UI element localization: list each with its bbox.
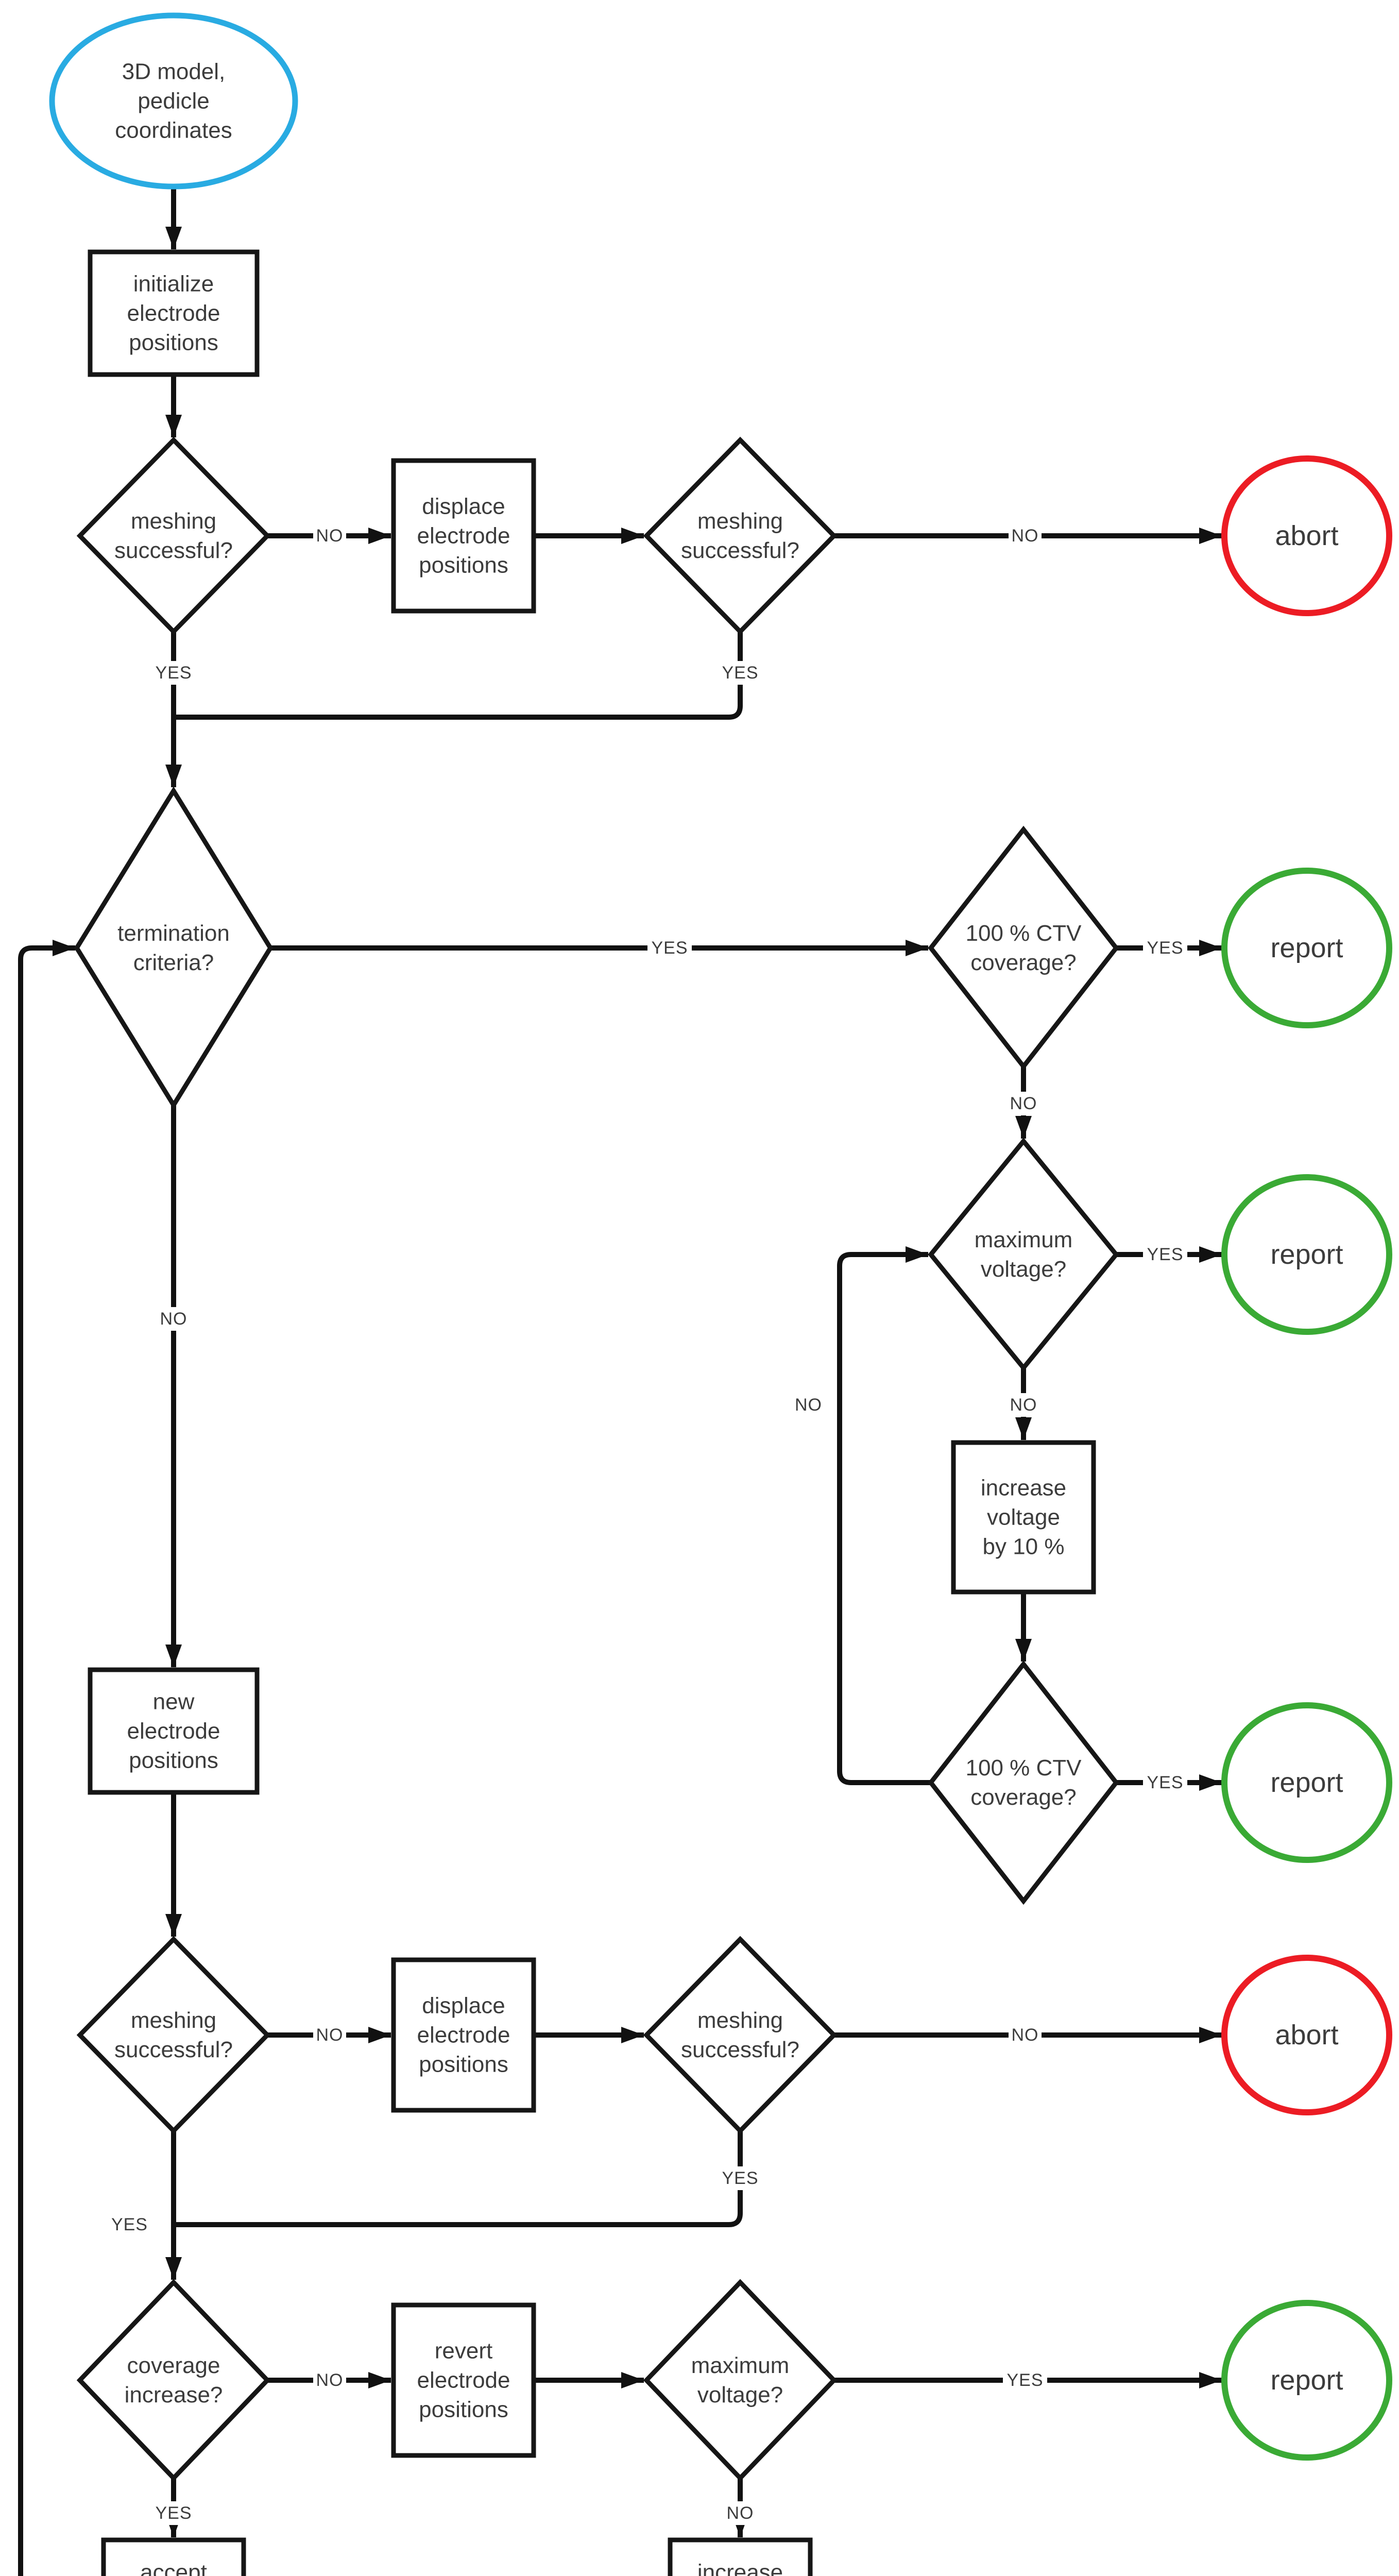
edge-meshing1-yes-termination-label: YES [155,663,192,683]
edge-maxvoltage2-yes-report4-label-bg [1003,2368,1047,2392]
edge-meshing4-no-abort2-label-bg [1009,2023,1042,2047]
edge-maxvoltage1-yes-report2-label-bg [1143,1243,1187,1266]
accept-positions-label: acceptnewpositions [129,2560,218,2576]
report-4-node [1221,2300,1392,2461]
report-1-node [1221,868,1392,1028]
revert-positions-node [391,2302,536,2458]
edge-meshing3-no-displace2-label-bg [313,2023,346,2047]
meshing-successful-3-node [76,1936,271,2134]
new-positions-node [88,1667,260,1795]
edge-meshing3-yes-coverage-label-bg [108,2213,152,2236]
termination-criteria-node [74,786,274,1110]
displace-positions-2-node [391,1957,536,2113]
edge-meshing2-yes-merge-label-bg [718,661,762,685]
edge-ctv1-no-maxvoltage1-label-bg [1007,1092,1040,1115]
edge-meshing2-yes-merge [176,632,743,720]
report-2-label: report [1270,1239,1343,1270]
edge-maxvoltage2-no-increase2-label: NO [727,2503,754,2523]
maximum-voltage-1-node [928,1137,1119,1372]
ctv-coverage-1-node [928,825,1119,1071]
report-3-label: report [1270,1767,1343,1798]
start-node [49,12,298,190]
edge-maxvoltage1-no-increase1-label: NO [1010,1395,1037,1415]
edge-termination-no-newpositions-label: NO [160,1309,187,1329]
edge-ctv2-no-loop-maxvoltage1-label-bg [793,1393,826,1417]
meshing-successful-2-node [643,436,838,635]
edge-maxvoltage1-yes-report2-label: YES [1147,1245,1183,1264]
edge-meshing4-yes-merge [176,2131,743,2227]
report-2-node [1221,1174,1392,1335]
abort-1-label: abort [1275,520,1338,551]
edge-ctv2-yes-report3-label: YES [1147,1773,1183,1792]
edge-maxvoltage1-no-increase1-label-bg [1007,1393,1040,1417]
edge-meshing4-yes-merge-label-bg [718,2166,762,2190]
edge-increase2-feedback-termination [18,940,75,2576]
increase-voltage-2-node [668,2537,813,2576]
initialize-positions-node [88,249,260,377]
edge-termination-yes-ctv1-label: YES [651,938,688,958]
edge-ctv1-yes-report1-label-bg [1143,936,1187,960]
edge-ctv2-no-loop-maxvoltage1-label: NO [795,1395,822,1415]
displace-positions-1-node [391,458,536,614]
edge-meshing4-yes-merge-label: YES [722,2168,758,2188]
increase-voltage-1-node [951,1440,1096,1595]
edge-termination-no-newpositions-label-bg [157,1307,190,1331]
edge-meshing2-yes-merge-label: YES [722,663,758,683]
maximum-voltage-2-node [643,2279,838,2482]
report-4-label: report [1270,2365,1343,2396]
edge-ctv2-no-loop-maxvoltage1 [837,1246,931,1785]
edge-coverage-yes-accept-label: YES [155,2503,192,2523]
edge-meshing3-no-displace2-label: NO [316,2025,344,2045]
report-1-label: report [1270,933,1343,963]
meshing-successful-1-node [76,436,271,635]
edge-meshing3-yes-coverage-label: YES [111,2215,148,2234]
edge-meshing2-no-abort1-label-bg [1009,524,1042,548]
edge-ctv1-yes-report1-label: YES [1147,938,1183,958]
edge-maxvoltage2-no-increase2-label-bg [724,2501,757,2525]
edge-ctv2-yes-report3-label-bg [1143,1771,1187,1794]
edge-coverage-yes-accept-label-bg [151,2501,196,2525]
edge-meshing4-no-abort2-label: NO [1012,2025,1039,2045]
ctv-coverage-2-node [928,1660,1119,1905]
edge-termination-yes-ctv1-label-bg [647,936,692,960]
accept-positions-node [101,2537,246,2576]
edge-meshing2-no-abort1-label: NO [1012,526,1039,546]
abort-1-node [1221,455,1392,616]
edge-ctv1-no-maxvoltage1-label: NO [1010,1094,1037,1113]
edge-coverage-no-revert-label: NO [316,2370,344,2390]
edge-meshing1-no-displace1-label-bg [313,524,346,548]
edge-coverage-no-revert-label-bg [313,2368,346,2392]
meshing-successful-4-node [643,1936,838,2134]
edge-maxvoltage2-yes-report4-label: YES [1006,2370,1043,2390]
coverage-increase-node [76,2279,271,2482]
edge-meshing1-no-displace1-label: NO [316,526,344,546]
report-3-node [1221,1702,1392,1863]
edge-labels-layer: NO NO YES YES YES YES NO YES NO YES NO NO NO NO YES YES… [108,524,1187,2525]
edge-meshing1-yes-termination-label-bg [151,661,196,685]
abort-2-node [1221,1955,1392,2115]
abort-2-label: abort [1275,2020,1338,2050]
